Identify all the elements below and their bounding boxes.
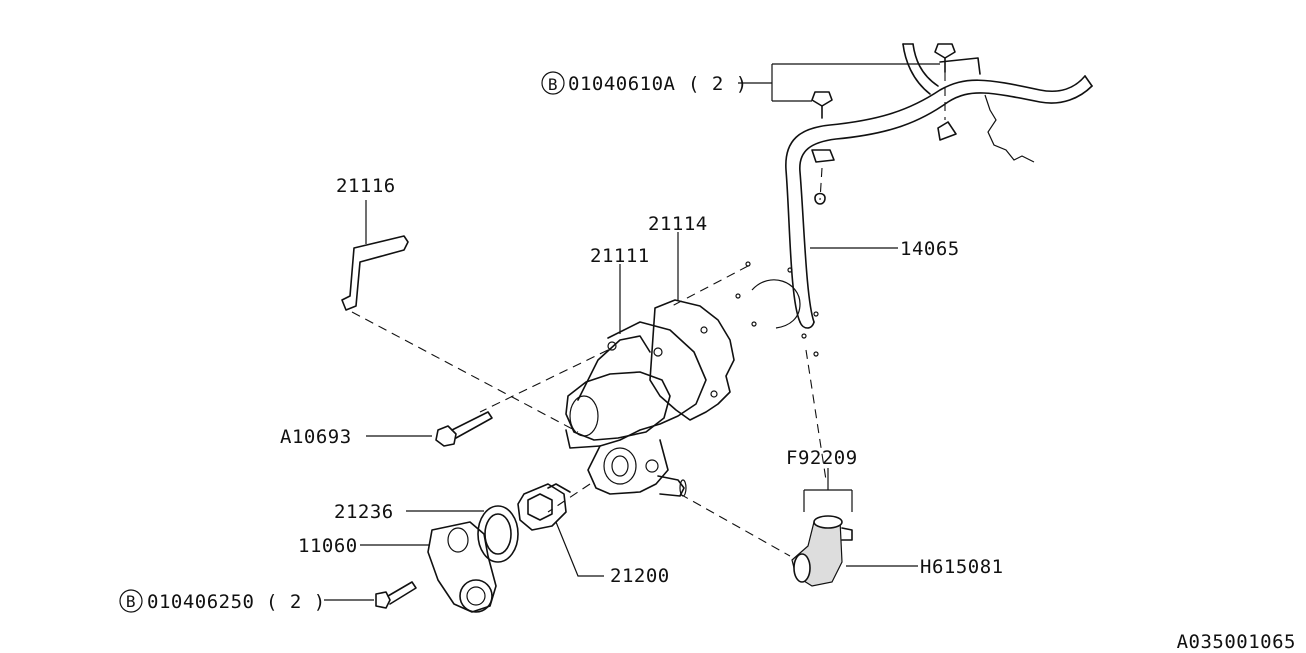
b-circle-icon [119, 589, 143, 613]
label-21236: 21236 [334, 501, 394, 523]
bracket-21116[interactable]: 21116 [336, 175, 409, 311]
label-11060: 11060 [298, 535, 358, 557]
b-circle-icon [541, 71, 565, 95]
gasket-21236[interactable]: 21236 [334, 501, 519, 563]
label-F92209: F92209 [786, 447, 858, 469]
part-number: 01040610A [568, 73, 676, 95]
label-A10693: A10693 [280, 426, 352, 448]
callout-bolt-top[interactable]: B 01040610A ( 2 ) [541, 63, 940, 102]
thermostat-case-11060[interactable]: 11060 [298, 521, 497, 613]
label-21200: 21200 [610, 565, 670, 587]
water-pipe-14065[interactable] [785, 43, 1093, 329]
label-21111: 21111 [590, 245, 650, 267]
part-qty: ( 2 ) [688, 73, 748, 95]
bolt-A10693[interactable]: A10693 [280, 411, 493, 448]
label-14065: 14065 [900, 238, 960, 260]
callout-bolt-bottom[interactable]: B 010406250 ( 2 ) [119, 581, 417, 613]
b-letter: B [126, 592, 136, 611]
hose-H615081[interactable]: F92209 H615081 [786, 447, 1004, 587]
label-H615081: H615081 [920, 556, 1004, 578]
thermostat-21200[interactable]: 21200 [517, 483, 670, 587]
water-pump-21111[interactable] [565, 299, 735, 497]
part-qty: ( 2 ) [266, 591, 326, 613]
b-letter: B [548, 75, 558, 94]
label-21114: 21114 [648, 213, 708, 235]
part-number: 010406250 [147, 591, 254, 613]
bolt-upper-icon [811, 43, 956, 119]
figure-code: A035001065 [1177, 631, 1296, 653]
label-21116: 21116 [336, 175, 396, 197]
